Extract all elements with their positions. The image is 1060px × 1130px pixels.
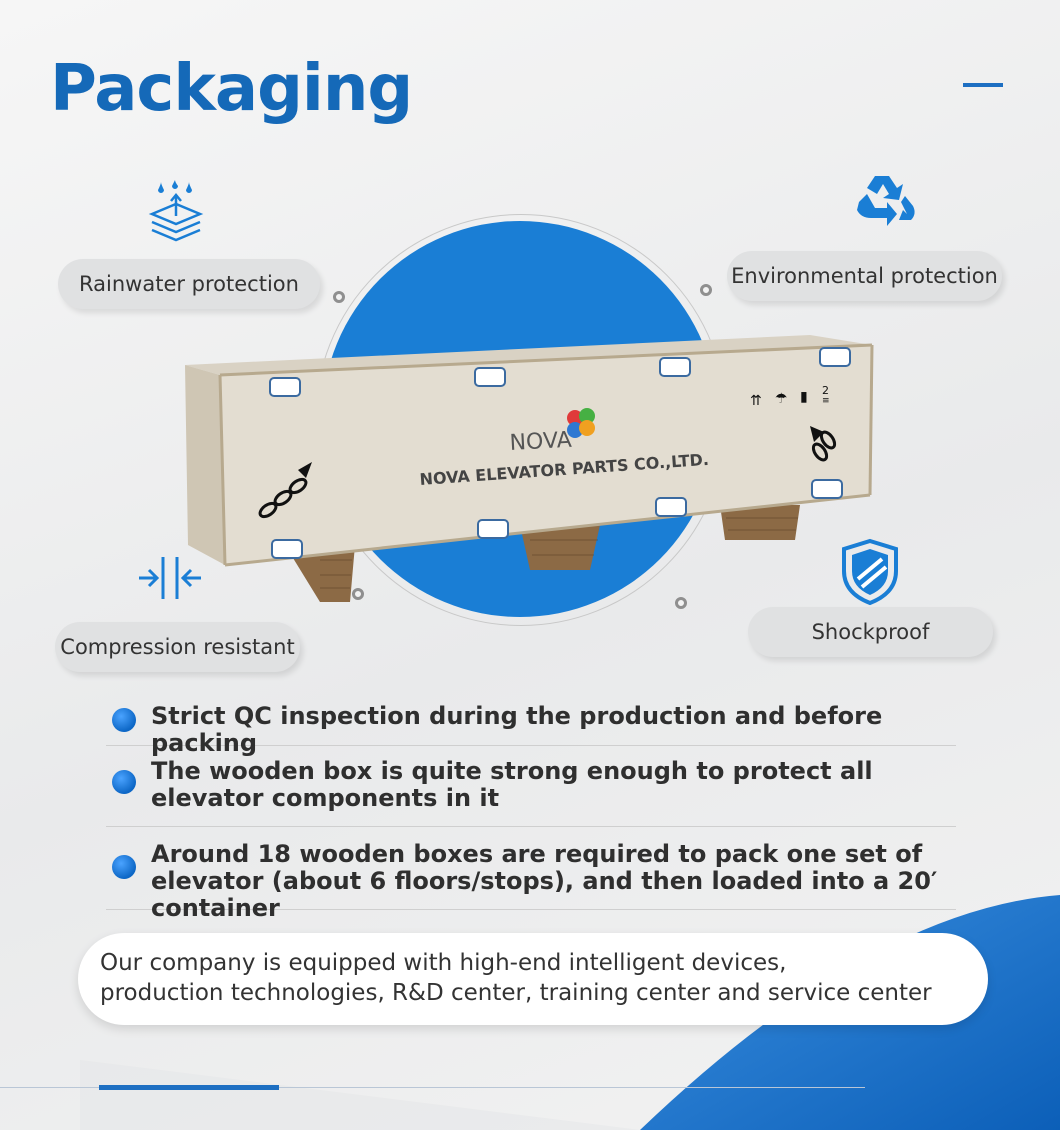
bullet-dot-icon bbox=[112, 770, 136, 794]
list-item: Around 18 wooden boxes are required to p… bbox=[106, 827, 956, 922]
recycle-icon bbox=[857, 176, 915, 226]
page-title: Packaging bbox=[50, 52, 413, 126]
feature-compression-resistant: Compression resistant bbox=[55, 622, 300, 672]
feature-shockproof: Shockproof bbox=[748, 607, 993, 657]
company-info-box: Our company is equipped with high-end in… bbox=[78, 933, 988, 1025]
bottom-divider bbox=[0, 1087, 865, 1088]
connector-dot bbox=[700, 284, 712, 296]
bullet-dot-icon bbox=[112, 855, 136, 879]
svg-text:☂: ☂ bbox=[775, 391, 788, 407]
list-item: The wooden box is quite strong enough to… bbox=[106, 746, 956, 827]
shield-icon bbox=[842, 538, 898, 606]
feature-rainwater-protection: Rainwater protection bbox=[58, 259, 320, 309]
bullet-dot-icon bbox=[112, 708, 136, 732]
connector-dot bbox=[352, 588, 364, 600]
bullet-list: Strict QC inspection during the producti… bbox=[106, 698, 956, 922]
title-accent-dash bbox=[963, 83, 1003, 87]
list-item: Strict QC inspection during the producti… bbox=[106, 698, 956, 757]
svg-text:2: 2 bbox=[822, 384, 829, 397]
connector-dot bbox=[675, 597, 687, 609]
svg-text:⇈: ⇈ bbox=[750, 393, 762, 409]
info-line-2: production technologies, R&D center, tra… bbox=[100, 980, 932, 1006]
compression-icon bbox=[139, 557, 201, 599]
crate-brand-logo: NOVA bbox=[509, 428, 572, 456]
info-line-1: Our company is equipped with high-end in… bbox=[100, 950, 787, 976]
svg-text:≡: ≡ bbox=[822, 396, 830, 406]
water-layers-icon bbox=[148, 180, 204, 242]
svg-text:▮: ▮ bbox=[800, 389, 808, 405]
feature-environmental-protection: Environmental protection bbox=[727, 251, 1002, 301]
wooden-crate-image: NOVA NOVA ELEVATOR PARTS CO.,LTD. ⇈ ☂ ▮ … bbox=[185, 335, 874, 602]
connector-dot bbox=[333, 291, 345, 303]
bottom-accent-bar bbox=[99, 1085, 279, 1090]
